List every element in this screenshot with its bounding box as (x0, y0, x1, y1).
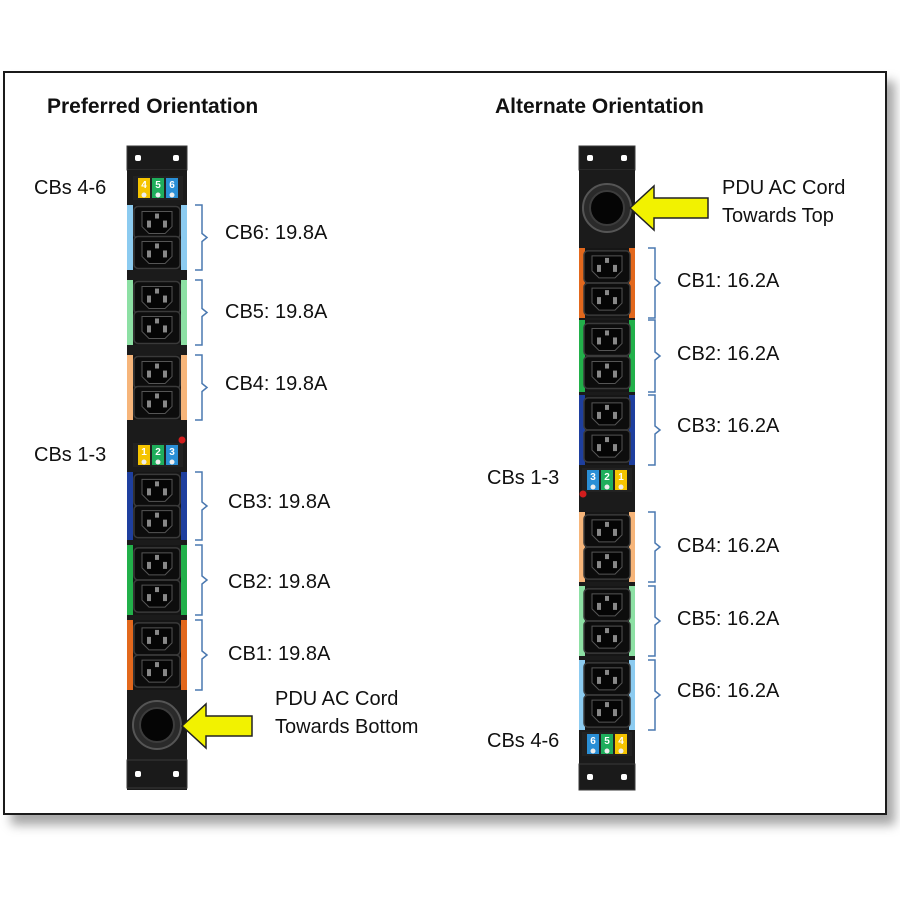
left-outlet-2 (133, 235, 181, 270)
left-cbs-4-6-label: CBs 4-6 (34, 177, 107, 199)
left-cord-label-line1: PDU AC Cord (275, 688, 399, 710)
right-bracket-6 (648, 659, 662, 731)
right-cbs-4-6-label: CBs 4-6 (487, 730, 560, 752)
left-outlet-10 (133, 579, 181, 613)
right-outlet-6 (583, 429, 631, 463)
right-cb1-label: CB1: 16.2A (677, 270, 780, 292)
right-bottom-mount-bracket (578, 763, 636, 791)
right-outlet-5 (583, 397, 631, 431)
left-bottom-mount-bracket (126, 759, 188, 789)
right-outlet-2 (583, 282, 631, 316)
right-cord-hole (582, 183, 632, 233)
left-outlet-3 (133, 280, 181, 315)
right-outlet-9 (583, 588, 631, 622)
left-cbs-1-3-label: CBs 1-3 (34, 444, 107, 466)
left-outlet-9 (133, 547, 181, 581)
preferred-orientation-title: Preferred Orientation (47, 95, 259, 118)
right-outlet-10 (583, 620, 631, 654)
svg-text:3: 3 (169, 447, 175, 458)
left-bracket-2 (195, 279, 209, 346)
left-cb5-label: CB5: 19.8A (225, 301, 328, 323)
svg-text:2: 2 (604, 472, 610, 483)
left-cord-label-line2: Towards Bottom (275, 716, 419, 738)
svg-text:1: 1 (618, 472, 624, 483)
left-cb3-label: CB3: 19.8A (228, 491, 331, 513)
left-cb4-label: CB4: 19.8A (225, 373, 328, 395)
svg-text:6: 6 (169, 180, 175, 191)
left-cb1-label: CB1: 19.8A (228, 643, 331, 665)
left-bracket-6 (195, 619, 209, 691)
left-outlet-5 (133, 355, 181, 390)
left-bracket-5 (195, 544, 209, 616)
right-cbs-1-3-label: CBs 1-3 (487, 467, 560, 489)
right-cb2-label: CB2: 16.2A (677, 343, 780, 365)
svg-text:2: 2 (155, 447, 161, 458)
left-outlet-11 (133, 622, 181, 656)
right-bracket-2 (648, 319, 662, 393)
svg-text:3: 3 (590, 472, 596, 483)
svg-text:5: 5 (604, 736, 610, 747)
alternate-orientation-title: Alternate Orientation (495, 95, 704, 118)
left-outlet-8 (133, 504, 181, 539)
left-outlet-6 (133, 385, 181, 420)
right-bracket-1 (648, 247, 662, 319)
right-bracket-3 (648, 394, 662, 466)
right-outlet-7 (583, 514, 631, 548)
right-cb3-label: CB3: 16.2A (677, 415, 780, 437)
right-cord-label-line2: Towards Top (722, 205, 834, 227)
right-cb6-label: CB6: 16.2A (677, 680, 780, 702)
svg-text:4: 4 (141, 180, 147, 191)
left-cb2-label: CB2: 19.8A (228, 571, 331, 593)
left-bracket-1 (195, 204, 209, 271)
right-bracket-4 (648, 511, 662, 583)
svg-text:5: 5 (155, 180, 161, 191)
left-outlet-4 (133, 310, 181, 345)
left-cord-hole (132, 700, 182, 750)
left-outlet-12 (133, 654, 181, 688)
right-cord-label-line1: PDU AC Cord (722, 177, 846, 199)
right-top-mount-bracket (578, 145, 636, 171)
left-outlet-7 (133, 473, 181, 508)
right-bracket-5 (648, 585, 662, 657)
right-outlet-3 (583, 322, 631, 357)
right-outlet-11 (583, 662, 631, 696)
left-bracket-3 (195, 354, 209, 421)
svg-text:6: 6 (590, 736, 596, 747)
right-outlet-8 (583, 546, 631, 580)
left-outlet-1 (133, 205, 181, 240)
right-outlet-12 (583, 694, 631, 728)
left-cord-arrow (180, 702, 253, 750)
right-outlet-4 (583, 355, 631, 390)
right-cb4-label: CB4: 16.2A (677, 535, 780, 557)
right-cb5-label: CB5: 16.2A (677, 608, 780, 630)
left-top-mount-bracket (126, 145, 188, 171)
left-cb6-label: CB6: 19.8A (225, 222, 328, 244)
right-outlet-1 (583, 250, 631, 284)
right-cord-arrow (628, 184, 709, 232)
svg-text:1: 1 (141, 447, 147, 458)
svg-text:4: 4 (618, 736, 624, 747)
left-bracket-4 (195, 471, 209, 541)
